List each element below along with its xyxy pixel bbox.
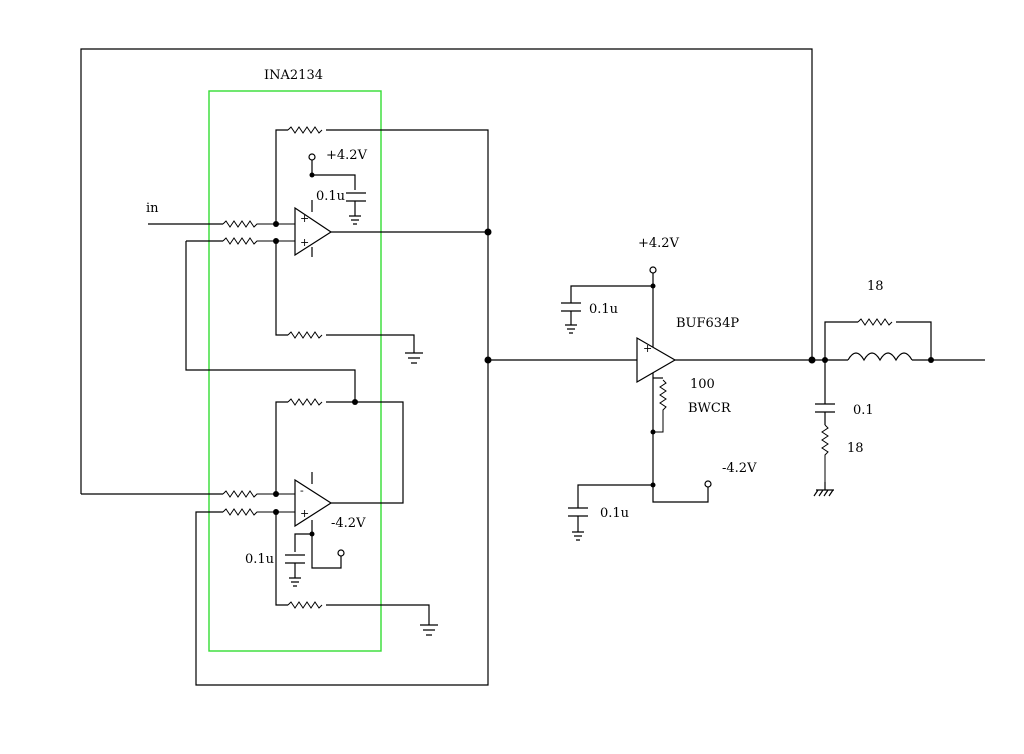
chip-label: INA2134 xyxy=(264,68,323,83)
svg-text:+: + xyxy=(300,236,309,249)
cap-bottom-label: 0.1u xyxy=(245,552,274,567)
supply-terminal xyxy=(308,153,316,161)
buf-vpos-label: +4.2V xyxy=(638,236,680,251)
inductor xyxy=(847,352,913,362)
vneg-bottom-label: -4.2V xyxy=(331,516,366,531)
out-cap-label: 0.1 xyxy=(853,403,874,418)
resistor xyxy=(287,331,323,339)
supply-terminal xyxy=(337,549,345,557)
svg-text:+: + xyxy=(300,212,309,225)
svg-text:+: + xyxy=(300,507,309,520)
buf-cap-top-label: 0.1u xyxy=(589,302,618,317)
resistor xyxy=(653,379,667,433)
vpos-top-label: +4.2V xyxy=(326,148,368,163)
input-label: in xyxy=(146,201,159,216)
resistor xyxy=(287,398,323,406)
svg-text:+: + xyxy=(643,342,652,355)
supply-terminal xyxy=(704,480,712,488)
buf-vneg-label: -4.2V xyxy=(722,461,757,476)
opamp-bottom xyxy=(294,478,333,528)
resistor xyxy=(222,508,295,516)
resistor xyxy=(222,237,295,245)
buf-mode-label: BWCR xyxy=(688,401,732,416)
buffer-opamp xyxy=(636,336,677,384)
out-res-label: 18 xyxy=(867,279,884,294)
resistor xyxy=(857,318,893,326)
resistor xyxy=(287,126,323,134)
svg-text:-: - xyxy=(300,484,304,497)
buf-part-label: BUF634P xyxy=(676,316,739,331)
ina2134-boundary xyxy=(208,90,382,652)
resistor xyxy=(222,220,295,228)
supply-terminal xyxy=(649,266,657,274)
resistor xyxy=(287,601,323,609)
out-res2-label: 18 xyxy=(847,441,864,456)
outer-feedback-wire xyxy=(80,48,813,494)
opamp-top xyxy=(294,206,333,257)
buf-res-label: 100 xyxy=(690,377,715,392)
cap-top-label: 0.1u xyxy=(316,189,345,204)
resistor xyxy=(821,424,829,482)
resistor xyxy=(222,490,295,498)
buf-cap-bottom-label: 0.1u xyxy=(600,506,629,521)
